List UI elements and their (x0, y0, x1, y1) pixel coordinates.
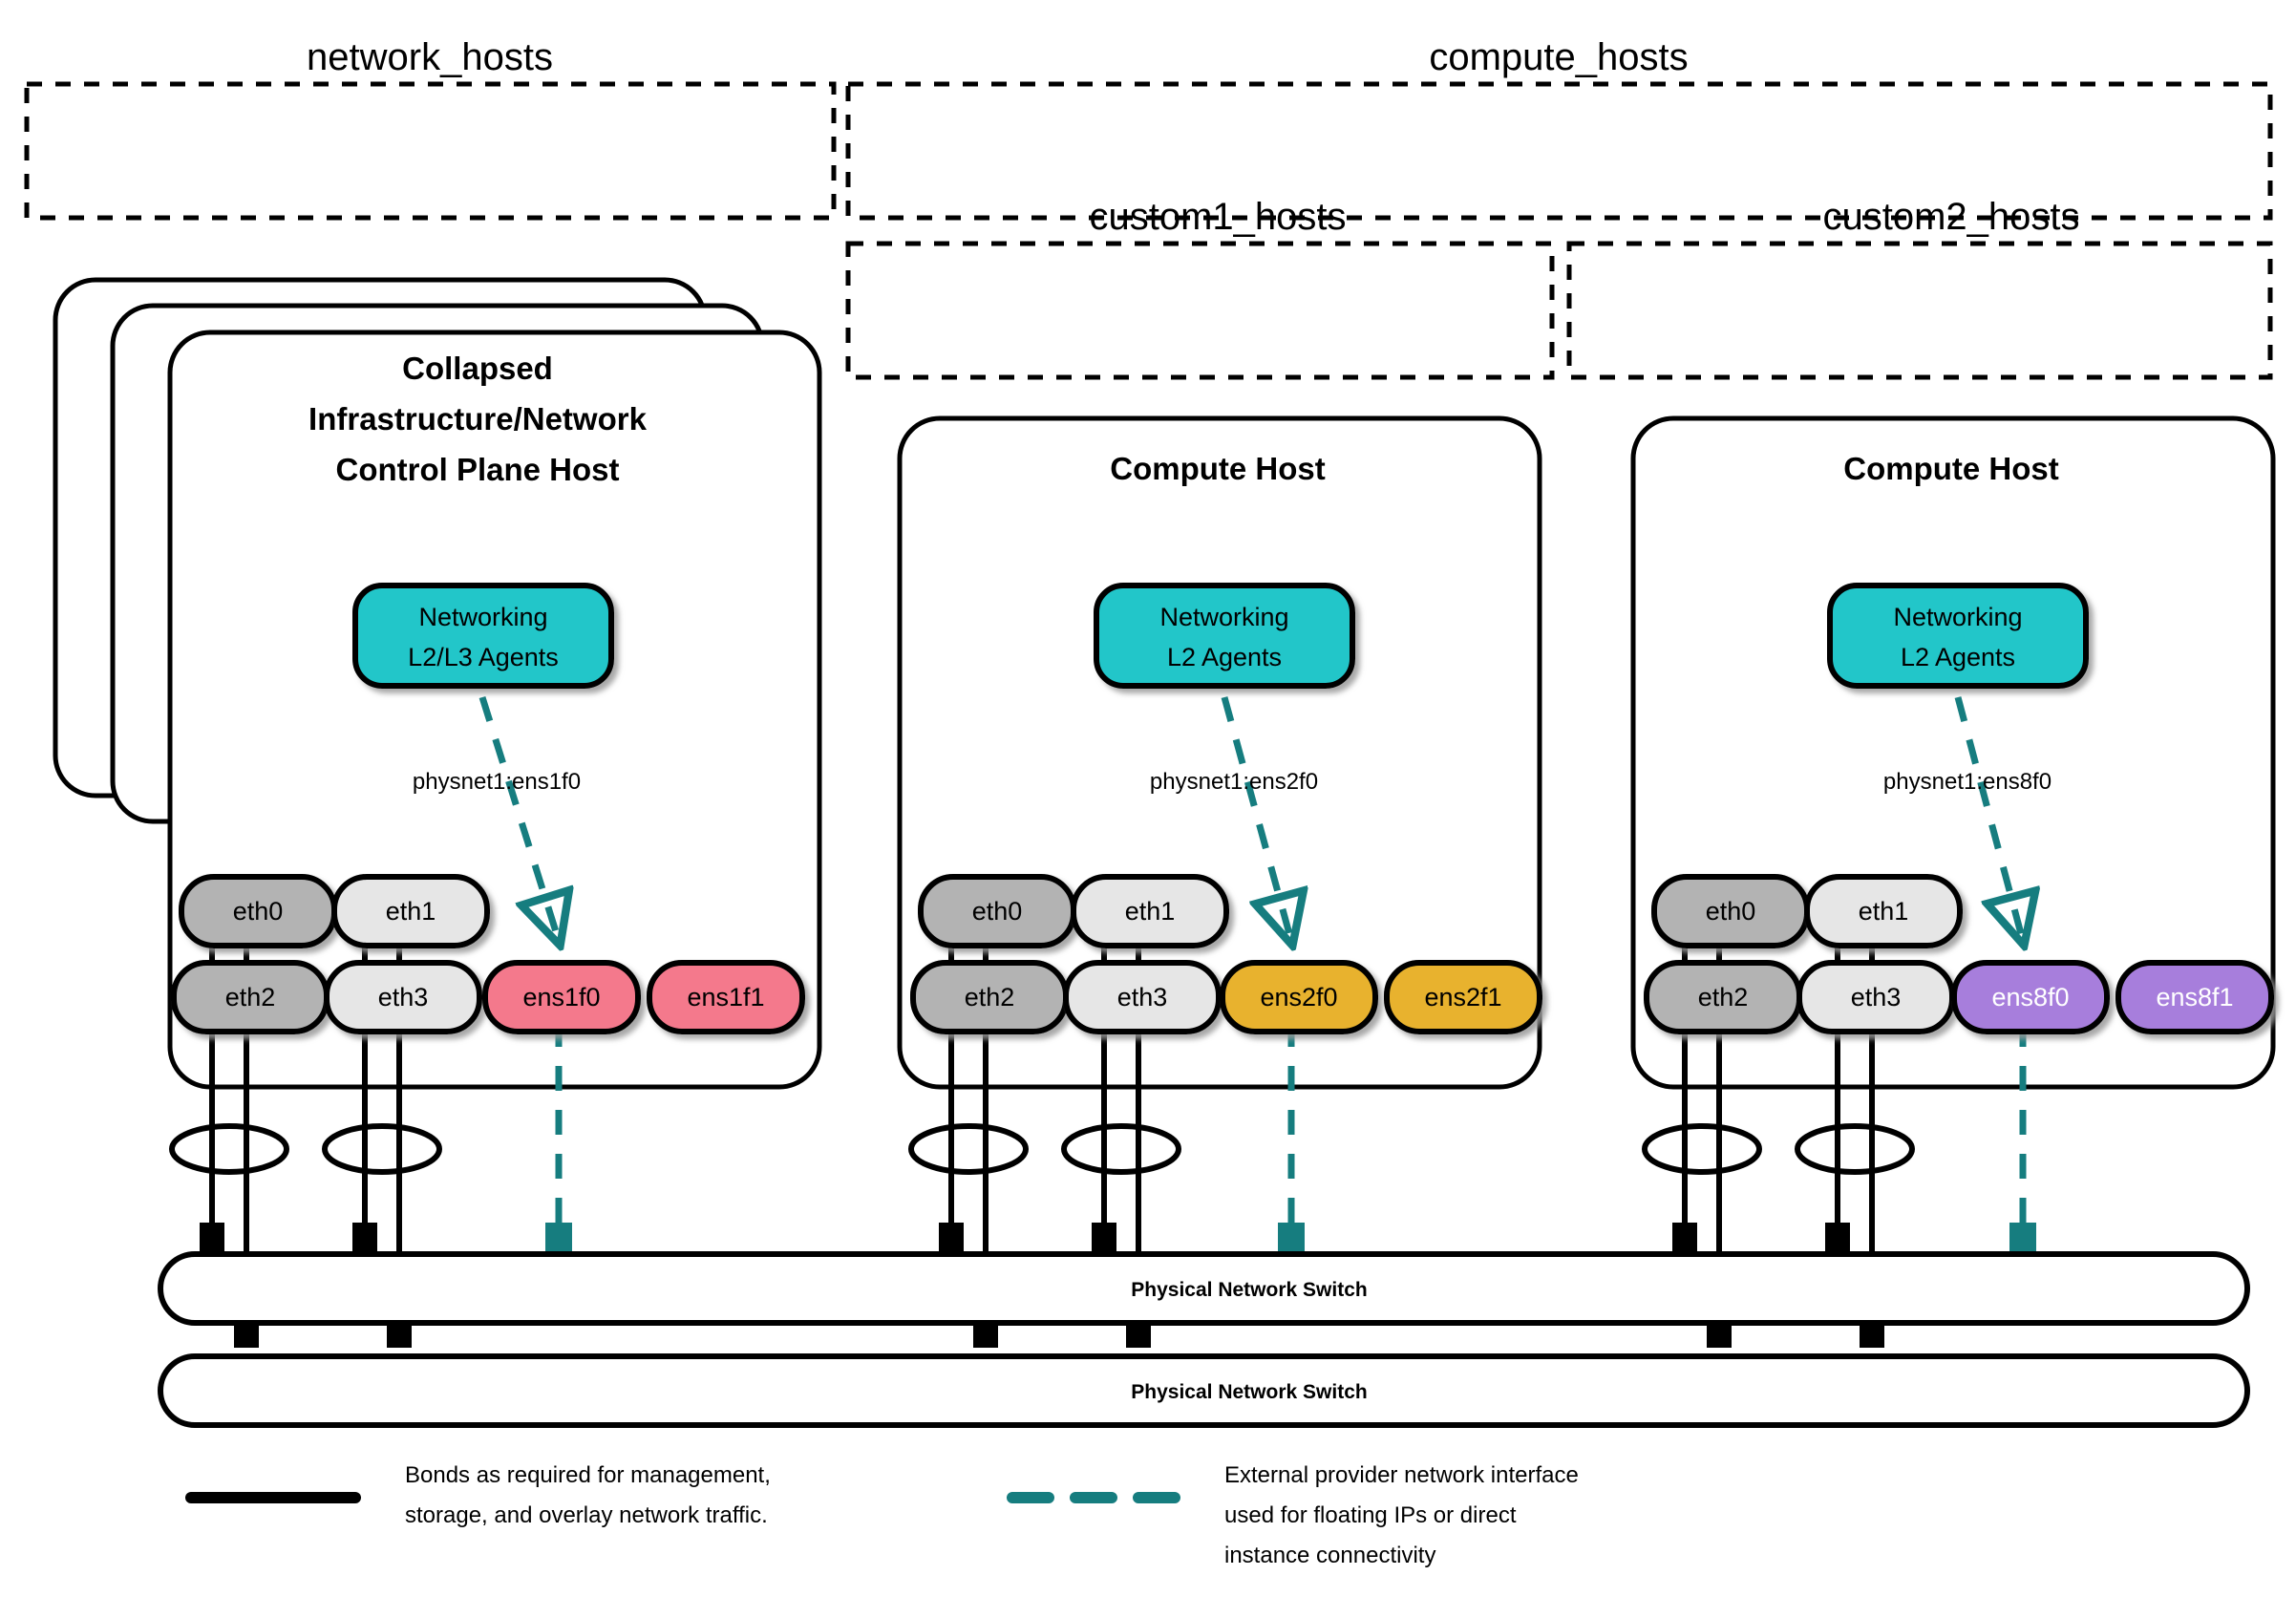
nic-eth3-host3[interactable]: eth3 (1796, 960, 1955, 1034)
physical-network-switch-top[interactable]: Physical Network Switch (158, 1251, 2250, 1326)
nic-row-top-host2: eth0 eth1 (918, 874, 1229, 948)
host-title-line-1: Compute Host (1110, 451, 1326, 486)
nic-eth0-host3[interactable]: eth0 (1651, 874, 1810, 948)
nic-label: eth3 (1851, 983, 1902, 1011)
agent-label-line-1: Networking (418, 603, 547, 631)
networking-agents-box-host2[interactable]: Networking L2 Agents (1094, 583, 1355, 689)
legend: Bonds as required for management, storag… (185, 1462, 1579, 1568)
bond-ring-host3-b (1795, 1123, 1915, 1175)
compute-hosts-group-box (845, 81, 2273, 221)
nic-ens1f1-host1[interactable]: ens1f1 (647, 960, 805, 1034)
switch-label: Physical Network Switch (1131, 1381, 1367, 1403)
nic-label: ens8f0 (1991, 983, 2069, 1011)
nic-row-bottom-host1: eth2 eth3 ens1f0 ens1f1 (171, 960, 805, 1034)
nic-label: eth1 (1125, 897, 1176, 926)
physical-network-switch-bottom[interactable]: Physical Network Switch (158, 1353, 2250, 1428)
nic-eth0-host1[interactable]: eth0 (179, 874, 337, 948)
nic-label: ens1f1 (687, 983, 764, 1011)
agent-label-line-2: L2/L3 Agents (408, 643, 559, 671)
nic-ens2f1-host2[interactable]: ens2f1 (1384, 960, 1542, 1034)
physnet-label-host1: physnet1:ens1f0 (413, 769, 581, 795)
nic-eth3-host1[interactable]: eth3 (324, 960, 482, 1034)
nic-ens8f0-host3[interactable]: ens8f0 (1951, 960, 2110, 1034)
nic-eth3-host2[interactable]: eth3 (1063, 960, 1222, 1034)
group-labels: network_hosts compute_hosts custom1_host… (307, 36, 2079, 238)
nic-ens2f0-host2[interactable]: ens2f0 (1220, 960, 1378, 1034)
bond-ring-host2-a (908, 1123, 1029, 1175)
nic-label: eth2 (965, 983, 1015, 1011)
bond-ring-host1-a (169, 1123, 289, 1175)
custom2-hosts-group-box (1566, 241, 2273, 380)
nic-label: eth3 (1117, 983, 1168, 1011)
nic-label: eth0 (1706, 897, 1756, 926)
nic-eth2-host1[interactable]: eth2 (171, 960, 330, 1034)
nic-ens8f1-host3[interactable]: ens8f1 (2115, 960, 2274, 1034)
host-card-compute-host-1[interactable]: Compute Host Networking L2 Agents physne… (897, 415, 1542, 1348)
legend-bonds-line-1: Bonds as required for management, (405, 1462, 771, 1488)
bond-ring-host1-b (322, 1123, 442, 1175)
network-hosts-group-box (24, 81, 837, 221)
compute-hosts-group-label: compute_hosts (1429, 36, 1688, 78)
host-title-line-1: Compute Host (1843, 451, 2059, 486)
custom2-hosts-group-label: custom2_hosts (1822, 196, 2079, 238)
nic-row-top-host3: eth0 eth1 (1651, 874, 1963, 948)
nic-label: eth3 (378, 983, 429, 1011)
networking-agents-box-host1[interactable]: Networking L2/L3 Agents (352, 583, 614, 689)
nic-row-bottom-host2: eth2 eth3 ens2f0 ens2f1 (910, 960, 1542, 1034)
nic-label: ens2f1 (1424, 983, 1501, 1011)
networking-agents-box-host3[interactable]: Networking L2 Agents (1827, 583, 2089, 689)
nic-label: eth0 (972, 897, 1023, 926)
nic-label: ens1f0 (522, 983, 600, 1011)
nic-label: ens8f1 (2156, 983, 2233, 1011)
host-title-line-3: Control Plane Host (335, 452, 619, 487)
nic-eth1-host1[interactable]: eth1 (331, 874, 490, 948)
nic-eth2-host2[interactable]: eth2 (910, 960, 1069, 1034)
physnet-label-host2: physnet1:ens2f0 (1150, 769, 1318, 795)
host-card-collapsed-control-plane-host[interactable]: Collapsed Infrastructure/Network Control… (53, 277, 822, 1348)
legend-provider-line-2: used for floating IPs or direct (1224, 1502, 1517, 1528)
legend-provider-line-1: External provider network interface (1224, 1462, 1579, 1488)
legend-bonds-line-2: storage, and overlay network traffic. (405, 1502, 768, 1528)
agent-label-line-1: Networking (1893, 603, 2022, 631)
agent-label-line-2: L2 Agents (1167, 643, 1282, 671)
nic-eth1-host3[interactable]: eth1 (1804, 874, 1963, 948)
nic-row-top-host1: eth0 eth1 (179, 874, 490, 948)
nic-label: eth1 (386, 897, 436, 926)
nic-label: eth2 (1698, 983, 1749, 1011)
agent-label-line-1: Networking (1159, 603, 1288, 631)
legend-provider-line-3: instance connectivity (1224, 1543, 1435, 1568)
nic-row-bottom-host3: eth2 eth3 ens8f0 ens8f1 (1644, 960, 2274, 1034)
nic-eth1-host2[interactable]: eth1 (1071, 874, 1229, 948)
custom1-hosts-group-label: custom1_hosts (1089, 196, 1346, 238)
network-hosts-group-label: network_hosts (307, 36, 553, 78)
bond-ring-host2-b (1061, 1123, 1181, 1175)
agent-label-line-2: L2 Agents (1901, 643, 2015, 671)
nic-label: eth2 (225, 983, 276, 1011)
nic-eth0-host2[interactable]: eth0 (918, 874, 1076, 948)
legend-external-provider: External provider network interface used… (1007, 1462, 1579, 1568)
bond-ring-host3-a (1642, 1123, 1762, 1175)
nic-ens1f0-host1[interactable]: ens1f0 (482, 960, 641, 1034)
custom1-hosts-group-box (845, 241, 1555, 380)
host-title-line-2: Infrastructure/Network (308, 401, 648, 437)
physnet-label-host3: physnet1:ens8f0 (1883, 769, 2052, 795)
nic-label: eth1 (1859, 897, 1909, 926)
host-title-line-1: Collapsed (402, 351, 553, 386)
nic-label: ens2f0 (1260, 983, 1337, 1011)
legend-bonds: Bonds as required for management, storag… (185, 1462, 771, 1528)
host-card-compute-host-2[interactable]: Compute Host Networking L2 Agents physne… (1630, 415, 2276, 1348)
group-boxes (24, 81, 2273, 380)
nic-label: eth0 (233, 897, 284, 926)
switch-label: Physical Network Switch (1131, 1279, 1367, 1301)
nic-eth2-host3[interactable]: eth2 (1644, 960, 1802, 1034)
